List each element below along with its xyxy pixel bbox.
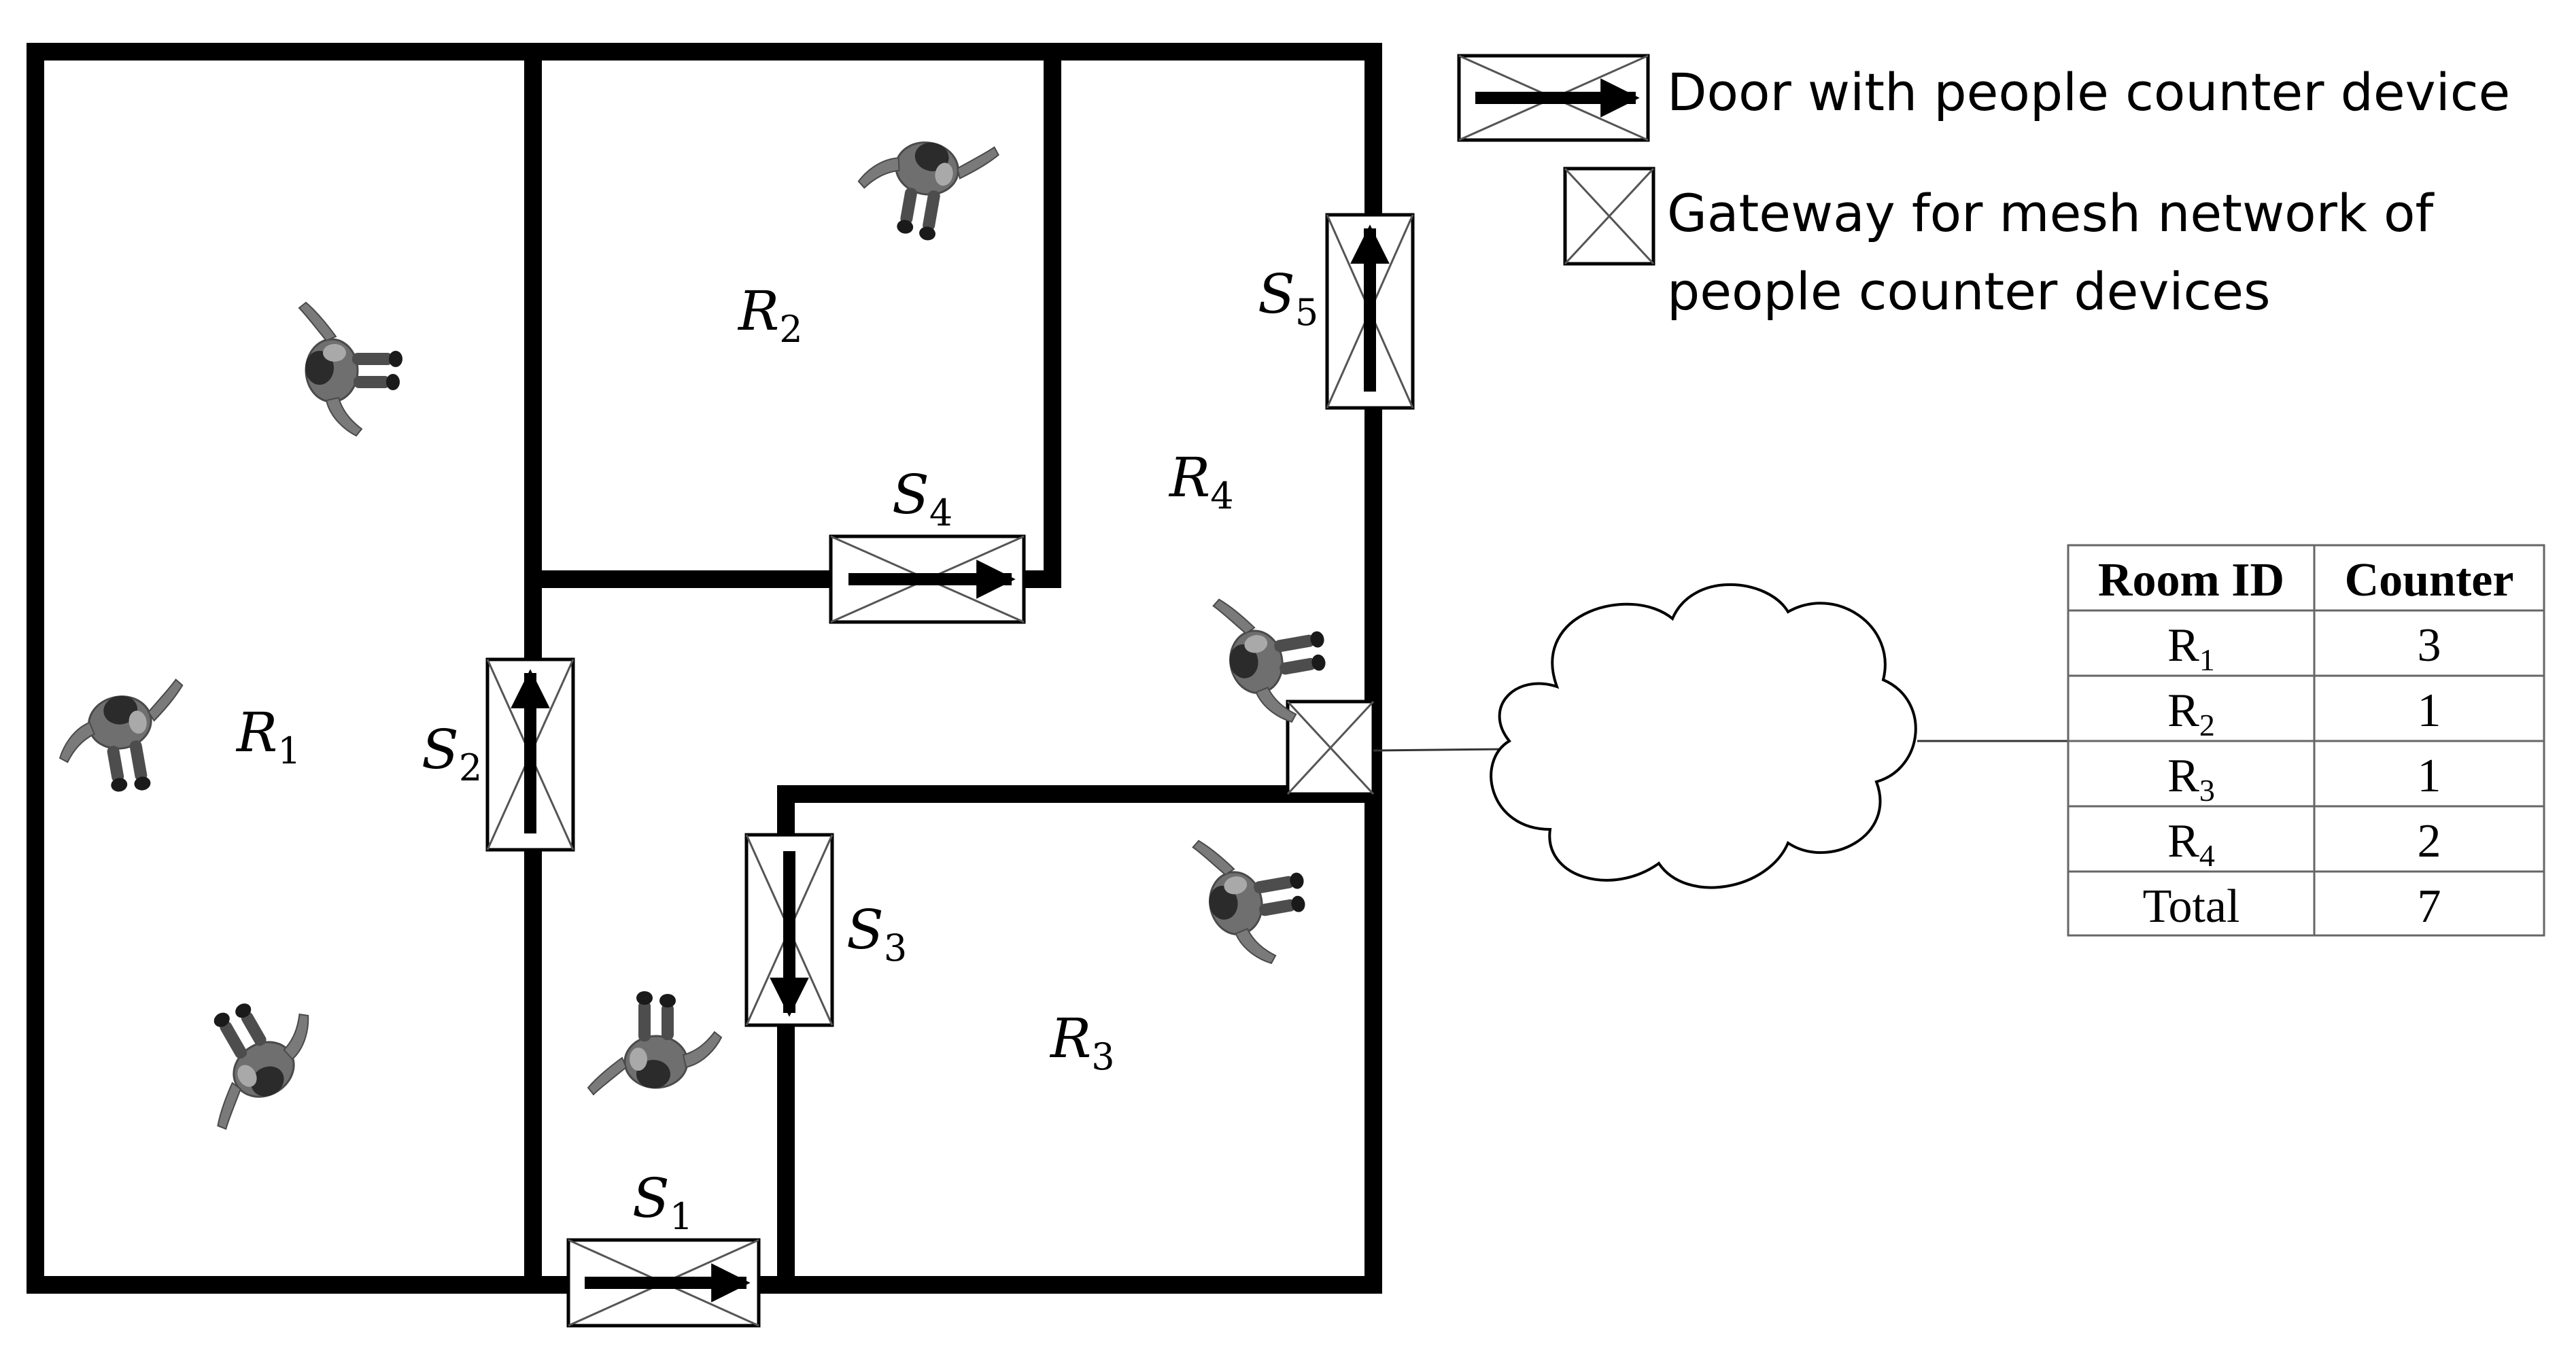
table-cell-total-label: Total [2143, 880, 2240, 933]
table-cell-room: R2 [2167, 685, 2215, 742]
legend-gateway-icon [1563, 167, 1655, 266]
table-cell-total-value: 7 [2418, 880, 2441, 933]
table-cell-room: R3 [2167, 750, 2215, 808]
table-cell-counter: 3 [2418, 619, 2441, 672]
person-topview-icon [168, 974, 338, 1133]
room-label-r1: R1 [235, 701, 301, 772]
person-topview-icon [298, 301, 404, 437]
legend-door-icon [1457, 54, 1650, 142]
door-sensor-s1 [566, 1238, 761, 1328]
legend: Door with people counter device Gateway … [1457, 54, 2510, 322]
room-label-r4: R4 [1168, 446, 1234, 517]
table-cell-room: R4 [2167, 815, 2215, 873]
door-sensor-s4 [829, 534, 1026, 624]
room-label-r3: R3 [1049, 1007, 1115, 1078]
door-sensor-s2 [485, 657, 575, 852]
gateway-cloud-link [1373, 748, 1505, 752]
person-topview-icon [49, 677, 201, 805]
sensor-label-s3: S3 [846, 898, 907, 969]
legend-door-label: Door with people counter device [1667, 62, 2510, 122]
person-topview-icon [587, 990, 723, 1096]
table-cell-counter: 1 [2418, 685, 2441, 737]
legend-gateway-label-line1: Gateway for mesh network of [1667, 183, 2435, 243]
door-sensor-s5 [1325, 213, 1415, 410]
door-sensor-s3 [744, 833, 834, 1027]
sensor-label-s4: S4 [892, 463, 952, 534]
sensor-label-s2: S2 [422, 718, 482, 789]
counter-table: Room ID Counter R1 3 R2 1 R3 1 R4 2 Tota… [2067, 544, 2545, 937]
legend-gateway-label-line2: people counter devices [1667, 261, 2271, 322]
table-cell-counter: 2 [2418, 815, 2441, 867]
sensor-label-s5: S5 [1258, 262, 1318, 334]
table-cell-counter: 1 [2418, 750, 2441, 802]
outer-wall [27, 43, 1382, 1294]
table-header-counter: Counter [2345, 554, 2514, 606]
table-cell-room: R1 [2167, 619, 2215, 677]
person-topview-icon [849, 124, 1001, 252]
table-header-room-id: Room ID [2098, 554, 2284, 606]
person-topview-icon [1190, 823, 1318, 974]
sensor-label-s1: S1 [632, 1167, 693, 1238]
gateway-icon [1286, 700, 1375, 796]
room-label-r2: R2 [737, 279, 803, 351]
cloud-icon [1490, 583, 1917, 889]
